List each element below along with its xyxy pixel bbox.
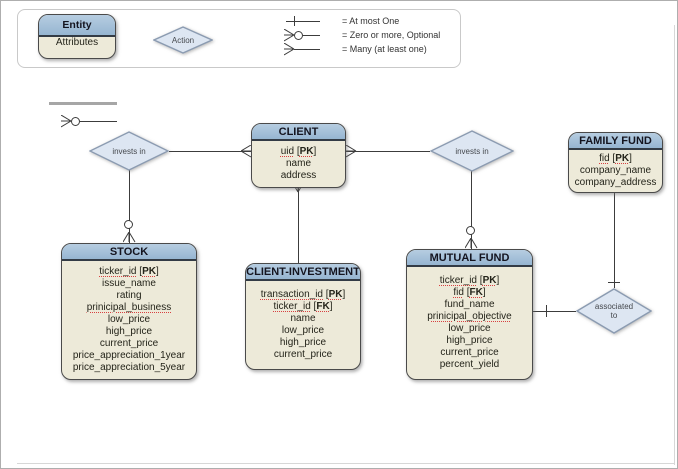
attribute-row: current_price (99, 338, 159, 349)
connector-investsin-stock (129, 170, 130, 243)
stray-optional-connector[interactable] (80, 121, 117, 122)
diamond-shape-icon (153, 26, 213, 54)
connector-investsin-mutualfund (471, 171, 472, 249)
attribute-row: fund_name (444, 299, 495, 310)
diamond-shape-icon (430, 130, 514, 172)
attribute-row: low_price (281, 325, 325, 336)
connector-familyfund-associated (614, 193, 615, 288)
attribute-row: rating (116, 290, 142, 301)
legend-entity-attributes: Attributes (55, 37, 99, 48)
connector-line (303, 35, 320, 36)
attribute-row: uid [PK] (280, 146, 317, 157)
diamond-shape-icon (576, 288, 652, 334)
attribute-row: name (290, 313, 316, 324)
relationship-label: associated to (594, 302, 634, 320)
diamond-shape-icon (89, 131, 169, 171)
entity-title: MUTUAL FUND (407, 250, 532, 267)
crowfoot-icon (284, 43, 295, 56)
attribute-row: price_appreciation_1year (72, 350, 186, 361)
attribute-row: high_price (105, 326, 153, 337)
entity-title: CLIENT (252, 124, 345, 141)
canvas-edge (674, 25, 675, 465)
attribute-row: low_price (448, 323, 491, 334)
connector-client-investsin (346, 151, 430, 152)
connector-investsin-client (169, 151, 251, 152)
attribute-row: current_price (440, 347, 499, 358)
attribute-row: percent_yield (439, 359, 500, 370)
attribute-row: company_address (574, 177, 657, 188)
crowfoot-many-icon (123, 232, 136, 243)
attribute-row: prinicipal_business (86, 302, 172, 313)
attribute-row: current_price (273, 349, 333, 360)
attribute-row: company_name (579, 165, 652, 176)
at-most-one-icon (286, 21, 320, 22)
relationship-associated-to[interactable]: associated to (576, 288, 652, 334)
canvas-edge (17, 463, 675, 464)
attribute-row: issue_name (102, 278, 156, 289)
attribute-row: high_price (279, 337, 327, 348)
optional-circle-icon (466, 226, 475, 235)
optional-circle-icon (71, 116, 80, 126)
stray-thick-line[interactable] (49, 102, 117, 105)
attribute-row: address (280, 170, 317, 181)
attribute-row: ticker_id [PK] (99, 266, 159, 277)
attribute-row: fid [FK] (453, 287, 486, 298)
attribute-row: price_appreciation_5year (72, 362, 186, 373)
crowfoot-icon (61, 115, 72, 128)
attribute-row: ticker_id [PK] (439, 275, 500, 286)
legend-label-many: = Many (at least one) (342, 44, 427, 54)
attribute-row: prinicipal_objective (427, 311, 512, 322)
crowfoot-many-icon (241, 145, 252, 158)
crowfoot-many-icon (346, 145, 357, 158)
optional-circle-icon (124, 220, 133, 229)
entity-title: FAMILY FUND (569, 133, 662, 150)
connector-client-clientinvestment (298, 181, 299, 263)
legend-label-at-most-one: = At most One (342, 16, 400, 26)
entity-mutual-fund[interactable]: MUTUAL FUND ticker_id [PK]fid [FK]fund_n… (406, 249, 533, 380)
optional-circle-icon (294, 30, 303, 40)
relationship-label: invests in (455, 146, 489, 156)
relationship-label: invests in (112, 146, 146, 156)
entity-client-investment[interactable]: CLIENT-INVESTMENT transaction_id [PK]tic… (245, 263, 361, 370)
crowfoot-many-icon (465, 238, 478, 249)
attribute-row: fid [PK] (599, 153, 632, 164)
attribute-row: high_price (446, 335, 493, 346)
legend-box: Entity Attributes Action = At most One =… (17, 9, 461, 68)
one-bar-icon (546, 305, 547, 317)
attribute-row: name (285, 158, 311, 169)
legend-entity-header: Entity (39, 15, 115, 37)
at-most-one-bar-icon (294, 16, 295, 26)
relationship-invests-in-right[interactable]: invests in (430, 130, 514, 172)
legend-entity-sample[interactable]: Entity Attributes (38, 14, 116, 59)
crowfoot-icon (284, 29, 295, 42)
legend-action-label: Action (171, 35, 195, 45)
connector-mutualfund-associated (532, 311, 576, 312)
attribute-row: low_price (107, 314, 151, 325)
attribute-row: transaction_id [PK] (260, 289, 346, 300)
entity-title: CLIENT-INVESTMENT (246, 264, 360, 281)
attribute-row: ticker_id [FK] (273, 301, 333, 312)
legend-label-zero-or-more: = Zero or more, Optional (342, 30, 441, 40)
one-bar-icon (608, 282, 620, 283)
entity-title: STOCK (62, 244, 196, 261)
legend-action-diamond[interactable]: Action (153, 26, 213, 54)
connector-line (294, 49, 320, 50)
relationship-invests-in-left[interactable]: invests in (89, 131, 169, 171)
